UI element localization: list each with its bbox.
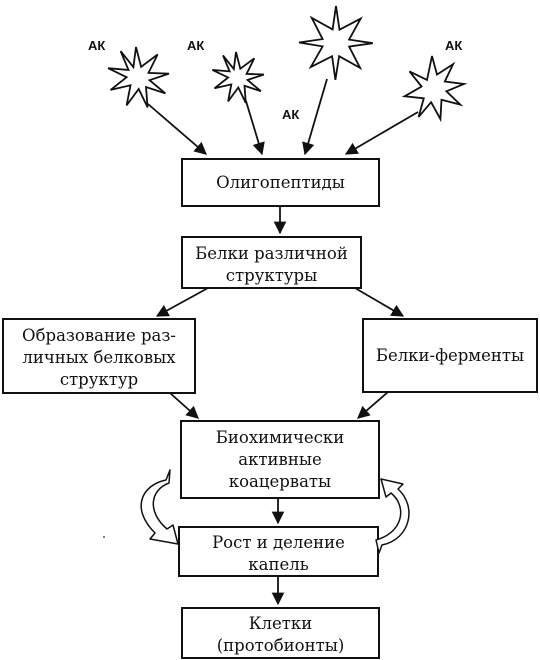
amino-acid-label-3: АК — [282, 107, 299, 122]
coacervates-label-line-2: активные — [238, 450, 321, 469]
arrow-proteins-to-enzymes — [354, 287, 405, 317]
enzymes-box — [362, 318, 538, 393]
amino-acid-label-1: АК — [88, 38, 105, 53]
proteins-label-line-2: структуры — [226, 266, 317, 285]
growth-label-line-2: капель — [248, 555, 308, 574]
cycle-arrow-right — [375, 478, 410, 554]
arrow-star4-to-oligopeptides — [344, 111, 419, 155]
speck — [103, 536, 105, 538]
cells-label-line-2: (протобионты) — [217, 636, 345, 655]
cells-box — [181, 607, 380, 659]
enzymes-label: Белки-ферменты — [376, 346, 524, 365]
oligopeptides-box — [181, 158, 380, 207]
amino-acid-star-3 — [298, 5, 373, 81]
proteins-label-line-1: Белки различной — [195, 244, 348, 263]
arrow-star2-to-oligopeptides — [245, 100, 265, 156]
amino-acid-label-2: АК — [187, 38, 204, 53]
amino-acid-star-4 — [401, 55, 468, 123]
growth-box — [178, 526, 379, 577]
oligopeptides-label: Олигопептиды — [216, 173, 345, 192]
growth-label-line-1: Рост и деление — [212, 533, 345, 552]
formation-label-line-1: Образование раз- — [22, 326, 176, 345]
coacervates-box — [180, 420, 380, 499]
proteins-box — [181, 236, 362, 289]
arrow-star3-to-oligopeptides — [302, 78, 328, 156]
cycle-arrow-left — [140, 469, 179, 545]
formation-label-line-3: структур — [60, 370, 138, 389]
formation-box — [2, 318, 196, 394]
amino-acid-star-1 — [107, 46, 170, 108]
coacervates-label-line-3: коацерваты — [229, 472, 331, 491]
arrow-star1-to-oligopeptides — [147, 103, 207, 155]
coacervates-label-line-1: Биохимически — [216, 428, 344, 447]
arrow-proteins-to-formation — [155, 287, 209, 317]
formation-label-line-2: личных белковых — [22, 348, 176, 367]
arrow-enzymes-to-coacervates — [357, 391, 389, 419]
amino-acid-label-4: АК — [445, 38, 462, 53]
arrow-formation-to-coacervates — [169, 392, 199, 419]
amino-acid-star-2 — [212, 51, 265, 104]
cells-label-line-1: Клетки — [249, 614, 312, 633]
